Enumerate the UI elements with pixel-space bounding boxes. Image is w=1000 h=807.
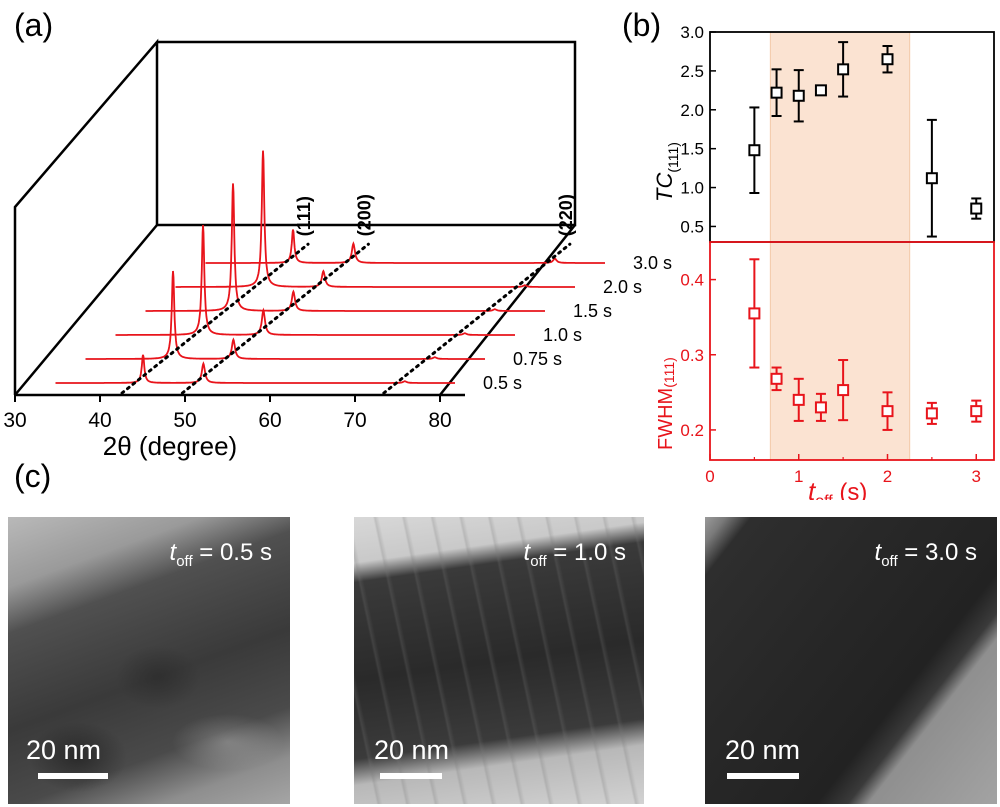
- tc-point: [770, 86, 783, 99]
- x-tick-label: 80: [428, 409, 451, 432]
- tc-fwhm-chart: 0.5 1.0 1.5 2.0 2.5 3.0 0.2 0.3 0.4 0 1 2 3 toff (s) T…: [652, 23, 995, 500]
- x-tick-label: 1: [794, 467, 803, 486]
- scale-bar-label: 20 nm: [374, 735, 450, 765]
- scale-bar: [38, 773, 108, 779]
- xrd-series-line: [205, 229, 605, 264]
- tc-point: [748, 144, 761, 157]
- scale-bar: [380, 773, 442, 779]
- fwhm-y-axis-label: FWHM(111): [655, 357, 677, 450]
- x-axis-label: toff (s): [808, 476, 867, 500]
- x-tick-label: 50: [173, 409, 196, 432]
- fwhm-point: [970, 405, 983, 418]
- tc-point: [970, 202, 983, 215]
- x-tick-label: 60: [258, 409, 281, 432]
- y-tick-label: 3.0: [680, 23, 704, 42]
- peak-guide: [180, 242, 370, 395]
- peak-label: (200): [354, 194, 374, 236]
- fwhm-point: [881, 405, 894, 418]
- y-tick-label: 0.4: [680, 271, 704, 290]
- x-tick-label: 0: [705, 467, 714, 486]
- x-tick-label: 30: [3, 409, 26, 432]
- box-left-wall: [13, 38, 159, 395]
- x-axis-label: 2θ (degree): [103, 431, 237, 461]
- series-label: 3.0 s: [633, 253, 672, 273]
- box-floor-left: [14, 224, 158, 396]
- series-label: 1.0 s: [543, 325, 582, 345]
- fwhm-point: [792, 393, 805, 406]
- scale-bar-label: 20 nm: [26, 735, 102, 765]
- bottom-frame: [709, 241, 995, 461]
- tem-image-3-0s: toff = 3.0 s 20 nm: [705, 517, 997, 804]
- box-back-wall: [157, 40, 577, 227]
- peak-guide: [120, 242, 310, 395]
- panel-label-a: (a): [14, 7, 53, 43]
- panel-label-c: (c): [14, 458, 52, 494]
- x-tick-label: 3: [972, 467, 981, 486]
- y-tick-label: 1.0: [680, 179, 704, 198]
- fwhm-point: [770, 372, 783, 385]
- series-label: 0.75 s: [513, 349, 562, 369]
- tc-point: [925, 172, 938, 185]
- series-label: 1.5 s: [573, 301, 612, 321]
- x-tick-label: 40: [88, 409, 111, 432]
- series-label: 0.5 s: [483, 373, 522, 393]
- tem-image-0-5s: toff = 0.5 s 20 nm: [8, 517, 290, 804]
- y-tick-label: 1.5: [680, 140, 704, 159]
- xrd-series-line: [115, 224, 515, 336]
- tem-image-1-0s: toff = 1.0 s 20 nm: [354, 517, 644, 804]
- xrd-series-line: [145, 183, 545, 312]
- peak-label: (111): [294, 196, 314, 236]
- xrd-series-line: [175, 150, 575, 288]
- xrd-series-line: [85, 270, 485, 360]
- tem-caption: toff = 1.0 s: [523, 539, 626, 570]
- tc-point: [792, 89, 805, 102]
- peak-label: (220): [556, 194, 576, 236]
- panel-label-b: (b): [622, 7, 661, 43]
- tem-caption: toff = 0.5 s: [169, 539, 272, 570]
- tc-point: [881, 53, 894, 66]
- y-tick-label: 0.2: [680, 421, 704, 440]
- fwhm-point: [837, 384, 850, 397]
- tc-y-axis-label: TC(111): [652, 142, 681, 202]
- y-tick-label: 0.3: [680, 346, 704, 365]
- xrd-waterfall-chart: 30 40 50 60 70 80 2θ (degree) 0.5 s 0.75 s 1.0 s 1…: [3, 38, 672, 461]
- fwhm-point: [748, 307, 761, 320]
- fwhm-point: [814, 401, 827, 414]
- y-tick-label: 0.5: [680, 217, 704, 236]
- xrd-series-line: [55, 354, 455, 384]
- tc-point: [814, 84, 827, 97]
- tc-point: [837, 63, 850, 76]
- tem-caption: toff = 3.0 s: [874, 539, 977, 570]
- peak-guide: [382, 242, 572, 395]
- series-label: 2.0 s: [603, 277, 642, 297]
- x-tick-label: 2: [883, 467, 892, 486]
- scale-bar-label: 20 nm: [725, 735, 801, 765]
- scale-bar: [727, 773, 799, 779]
- fwhm-point: [925, 407, 938, 420]
- y-tick-label: 2.5: [680, 62, 704, 81]
- y-tick-label: 2.0: [680, 101, 704, 120]
- x-tick-label: 70: [343, 409, 366, 432]
